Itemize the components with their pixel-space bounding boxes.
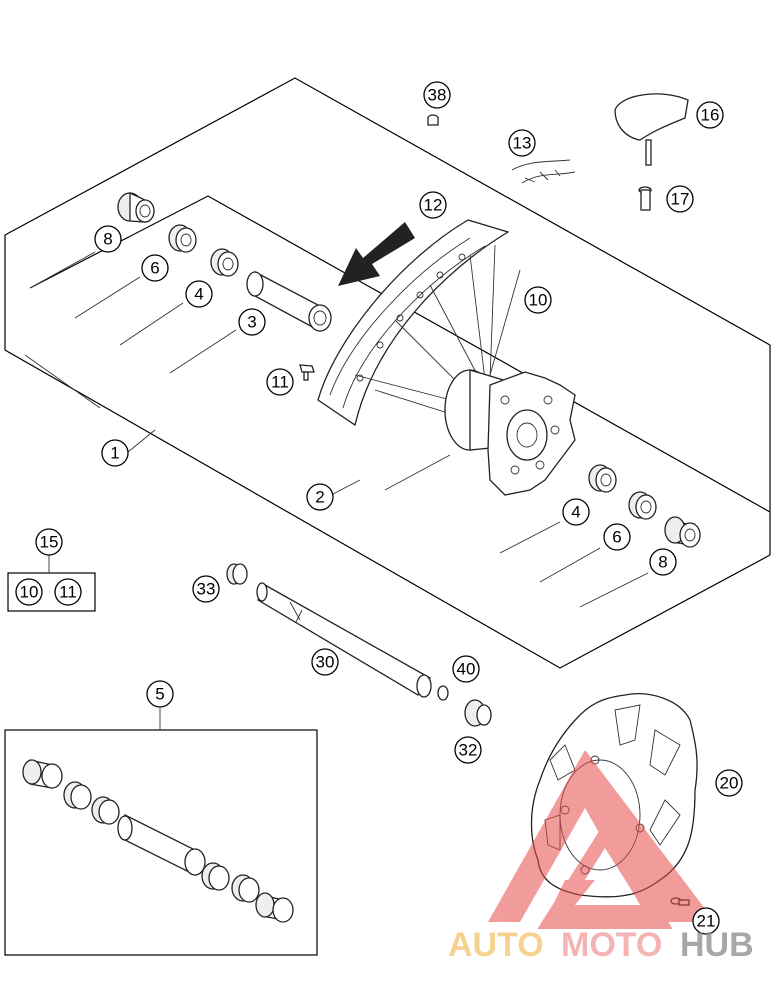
rim-lock-16 [614, 93, 689, 166]
callout-15: 15 [35, 528, 63, 556]
callout-38: 38 [423, 81, 451, 109]
callout-13: 13 [508, 129, 536, 157]
callout-4-right: 4 [562, 498, 590, 526]
spacer-8-left [117, 191, 155, 223]
svg-text:10: 10 [529, 291, 548, 310]
callout-4-left: 4 [185, 280, 213, 308]
nipple-11 [299, 364, 315, 381]
callout-33: 33 [192, 575, 220, 603]
svg-text:6: 6 [150, 259, 159, 278]
callout-2: 2 [306, 483, 334, 511]
svg-text:11: 11 [59, 583, 77, 602]
svg-text:6: 6 [612, 528, 621, 547]
spacer-tube-3 [246, 270, 332, 332]
callout-11-kit: 11 [54, 578, 82, 606]
svg-text:16: 16 [701, 106, 720, 125]
svg-text:15: 15 [40, 533, 59, 552]
washer-40 [437, 685, 449, 701]
watermark-text: AUTO MOTO HUB [448, 926, 754, 964]
bearing-4-left [210, 248, 239, 277]
svg-text:17: 17 [671, 190, 690, 209]
svg-text:3: 3 [247, 313, 256, 332]
callout-10-kit: 10 [15, 578, 43, 606]
hub-2 [444, 369, 576, 496]
svg-text:4: 4 [194, 285, 203, 304]
direction-arrow [338, 222, 415, 286]
callout-17: 17 [666, 185, 694, 213]
svg-text:32: 32 [459, 741, 478, 760]
callout-8-right: 8 [649, 548, 677, 576]
svg-text:1: 1 [110, 444, 119, 463]
watermark-part3: HUB [680, 926, 754, 964]
callout-40: 40 [452, 655, 480, 683]
callout-16: 16 [696, 101, 724, 129]
rim-12 [317, 219, 510, 427]
svg-text:38: 38 [428, 86, 447, 105]
callout-20: 20 [715, 769, 743, 797]
nut-17 [638, 186, 652, 211]
seal-6-right [628, 491, 657, 520]
rim-tape-13 [511, 159, 576, 184]
svg-text:4: 4 [571, 503, 580, 522]
seal-6-left [168, 224, 197, 253]
svg-text:8: 8 [658, 553, 667, 572]
valve-cap-38 [427, 114, 439, 126]
svg-text:5: 5 [155, 685, 164, 704]
svg-text:10: 10 [20, 583, 39, 602]
callout-12: 12 [419, 191, 447, 219]
svg-text:11: 11 [271, 373, 289, 392]
kit-box-15 [7, 553, 96, 612]
bearing-kit-5 [4, 708, 318, 956]
svg-text:20: 20 [720, 774, 739, 793]
watermark-logo [488, 750, 715, 929]
callout-32: 32 [454, 736, 482, 764]
callout-8-left: 8 [94, 225, 122, 253]
spacer-8-right [664, 516, 701, 548]
svg-text:8: 8 [103, 230, 112, 249]
callout-6-right: 6 [603, 523, 631, 551]
watermark-part2: MOTO [561, 926, 662, 964]
svg-text:40: 40 [457, 660, 476, 679]
callout-6-left: 6 [141, 254, 169, 282]
callout-30: 30 [311, 648, 339, 676]
nut-32 [464, 699, 492, 727]
svg-text:13: 13 [513, 134, 532, 153]
svg-text:30: 30 [316, 653, 335, 672]
assembly-outline [4, 77, 771, 669]
watermark-part1: AUTO [448, 926, 544, 964]
callout-3: 3 [238, 308, 266, 336]
spacer-33 [226, 563, 248, 585]
callout-10-top: 10 [524, 286, 552, 314]
callout-1: 1 [101, 439, 129, 467]
callout-21: 21 [692, 907, 720, 935]
callout-5: 5 [146, 680, 174, 708]
svg-text:21: 21 [697, 912, 716, 931]
svg-text:2: 2 [315, 488, 324, 507]
bearing-4-right [588, 464, 617, 493]
svg-text:12: 12 [424, 196, 443, 215]
axle-30 [256, 582, 432, 698]
callout-11-top: 11 [266, 368, 294, 396]
svg-text:33: 33 [197, 580, 216, 599]
